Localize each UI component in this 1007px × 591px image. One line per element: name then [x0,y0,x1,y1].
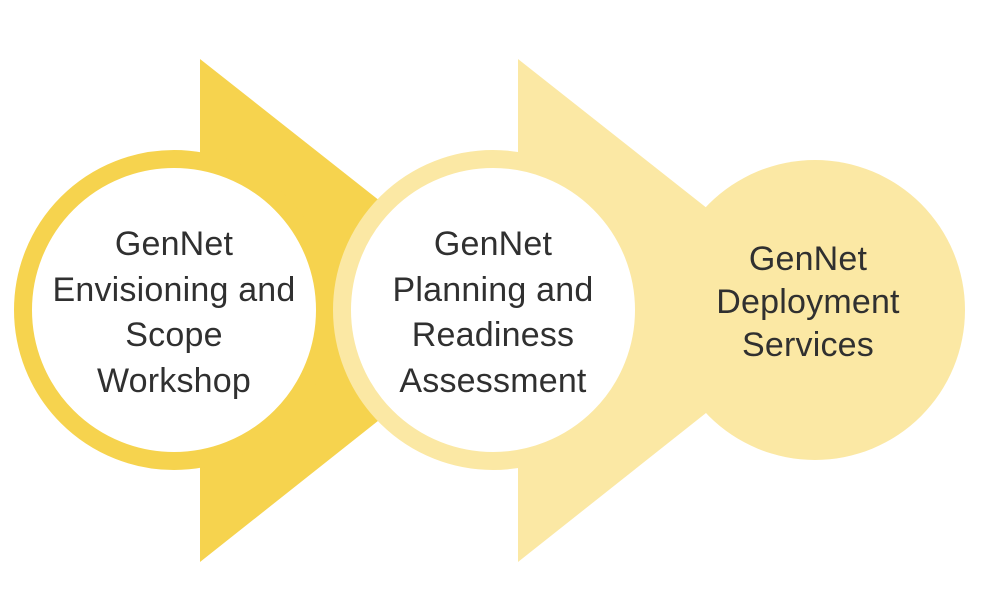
stage-2-label-line: GenNet [433,225,553,263]
stage-1-label-line: Scope [125,316,223,354]
stage-2-label: GenNet Planning and Readiness Assessment [328,222,658,404]
stage-3-label-line: Services [742,326,874,364]
stage-1-label-line: Workshop [96,361,252,400]
stage-1-label: GenNet Envisioning and Scope Workshop [9,222,339,404]
stage-3-label-line: GenNet [748,240,868,278]
stage-1-label-line: GenNet [114,225,234,263]
stage-2-label-line: Assessment [399,361,587,400]
stage-3-label: GenNet Deployment Services [643,238,973,367]
stage-2-label-line: Readiness [411,316,575,354]
stage-3-circle [665,160,965,460]
stage-1-label-line: Envisioning and [52,270,296,309]
stage-1-circle [14,150,334,470]
stage-2-label-line: Planning and [392,270,594,309]
stage-3-label-line: Deployment [716,283,900,321]
stage-2-circle [333,150,653,470]
